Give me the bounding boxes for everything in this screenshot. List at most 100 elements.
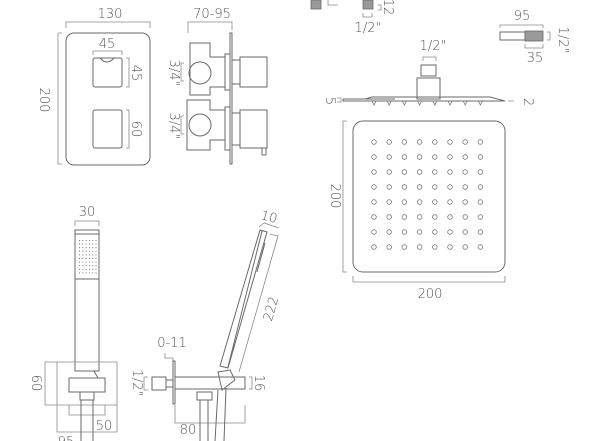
nozzle-nub	[478, 100, 483, 106]
spray-hole	[88, 250, 90, 252]
spray-hole	[92, 240, 94, 241]
nozzle	[401, 154, 408, 160]
nozzle-nub	[371, 100, 377, 106]
nozzle	[462, 199, 468, 205]
spray-hole	[79, 268, 80, 270]
nozzle	[462, 184, 468, 190]
handset-thread-label: 1/2"	[129, 370, 144, 397]
nozzle	[371, 214, 377, 220]
nozzle	[447, 244, 453, 250]
nozzle	[447, 154, 453, 160]
nozzle	[416, 169, 423, 175]
spray-hole	[79, 272, 80, 274]
nozzle	[371, 229, 377, 235]
spray-hole	[88, 240, 90, 241]
spray-hole	[95, 265, 97, 267]
nozzle-nub	[417, 100, 422, 106]
spray-hole	[88, 261, 90, 263]
nozzle	[401, 229, 408, 235]
nozzle-nub	[447, 100, 453, 106]
nozzle	[416, 199, 423, 205]
nozzle	[386, 229, 392, 235]
nozzle	[477, 199, 484, 205]
handset-arm-length-label: 80	[180, 423, 197, 438]
nozzle	[416, 154, 423, 160]
nozzle	[447, 139, 453, 145]
handset-width-label: 30	[79, 205, 96, 220]
nozzle-nub	[402, 100, 407, 106]
spray-hole	[82, 254, 84, 256]
nozzle	[401, 244, 408, 250]
nozzle	[447, 214, 453, 220]
nozzle-nubs	[371, 100, 483, 106]
shower-head-front-view: 200 200	[327, 120, 506, 302]
nozzle	[477, 184, 484, 190]
spray-hole	[92, 243, 94, 245]
nozzle	[462, 139, 468, 145]
spray-hole	[85, 258, 87, 259]
handset-head-width-label: 10	[259, 208, 279, 227]
nozzle	[477, 154, 484, 160]
spray-hole	[95, 254, 97, 256]
nozzle-grid	[371, 139, 484, 250]
spray-hole	[79, 243, 80, 245]
spray-hole	[95, 268, 97, 270]
handset-length-label: 222	[261, 295, 282, 323]
nozzle	[432, 169, 438, 175]
spray-hole	[95, 243, 97, 245]
handle-lower-height-label: 60	[128, 121, 143, 138]
spray-hole	[92, 250, 94, 252]
nozzle	[401, 214, 408, 220]
spray-hole	[82, 272, 84, 274]
spray-hole	[79, 250, 80, 252]
spray-hole	[82, 265, 84, 267]
spray-hole	[85, 240, 87, 241]
spray-hole	[88, 247, 90, 249]
nozzle-nub	[386, 100, 392, 106]
nozzle	[447, 184, 453, 190]
nozzle	[386, 214, 392, 220]
inlet-lower-label: 3/4"	[166, 113, 181, 140]
nozzle	[416, 229, 423, 235]
nozzle	[477, 244, 484, 250]
projection-label: 0-11	[157, 336, 187, 351]
nozzle	[447, 199, 453, 205]
shower-arm: 95 1/2" 35	[499, 9, 570, 66]
valve-side-view: 70-95 3/4" 3/4"	[166, 7, 268, 165]
nozzle	[386, 154, 392, 160]
spray-hole	[92, 258, 94, 259]
spray-hole	[95, 258, 97, 259]
nozzle	[477, 229, 484, 235]
spray-hole	[85, 265, 87, 267]
nozzle	[462, 169, 468, 175]
nozzle	[477, 139, 484, 145]
arm-thread-label: 1/2"	[555, 27, 570, 54]
arm-flange-label: 35	[527, 51, 544, 66]
nozzle-nub	[432, 100, 438, 106]
spray-hole	[95, 250, 97, 252]
spray-hole	[82, 258, 84, 259]
handset-front-view: 30 60 50 95	[28, 205, 118, 441]
nozzle	[386, 139, 392, 145]
nozzle	[386, 244, 392, 250]
handle-upper-width-label: 45	[99, 37, 116, 52]
spray-hole	[82, 250, 84, 252]
head-thread-label: 1/2"	[420, 39, 447, 54]
head-height-label: 200	[327, 184, 342, 209]
nozzle	[462, 214, 468, 220]
nozzle	[386, 169, 392, 175]
spray-hole	[85, 243, 87, 245]
spray-hole	[95, 240, 97, 241]
spray-hole	[85, 272, 87, 274]
spray-hole	[85, 247, 87, 249]
nozzle	[371, 199, 377, 205]
spray-hole	[88, 268, 90, 270]
spray-hole	[95, 261, 97, 263]
head-edge-label: 5	[322, 97, 337, 105]
spray-hole	[95, 272, 97, 274]
nozzle	[432, 154, 438, 160]
inlet-upper-label: 3/4"	[166, 60, 181, 87]
spray-hole	[92, 254, 94, 256]
valve-width-label: 130	[98, 7, 123, 22]
